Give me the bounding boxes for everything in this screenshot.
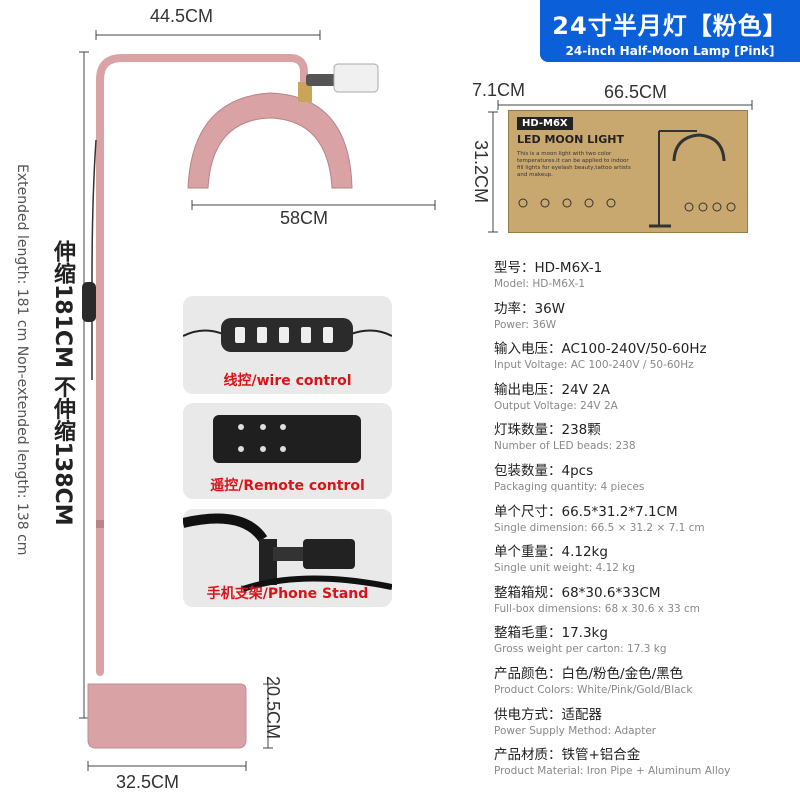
height-label-en: Extended length: 181 cm Non-extended len…: [14, 164, 30, 556]
spec-cn: 供电方式：适配器: [494, 706, 602, 723]
feature-wire-control: 线控/wire control: [183, 296, 392, 394]
remote-icon: [213, 415, 361, 463]
spec-cn: 单个尺寸：66.5*31.2*7.1CM: [494, 503, 678, 520]
title-banner: 24寸半月灯【粉色】 24-inch Half-Moon Lamp [Pink]: [540, 0, 800, 62]
spec-en: Single unit weight: 4.12 kg: [494, 562, 636, 575]
box-model: HD-M6X: [517, 117, 573, 130]
spec-en: Single dimension: 66.5 × 31.2 × 7.1 cm: [494, 521, 705, 534]
feature-label-remote: 遥控/Remote control: [210, 478, 365, 494]
product-box: HD-M6X LED MOON LIGHT This is a moon lig…: [508, 110, 748, 233]
spec-cn: 输出电压：24V 2A: [494, 381, 611, 398]
title-cn: 24寸半月灯【粉色】: [552, 12, 788, 40]
spec-en: Packaging quantity: 4 pieces: [494, 480, 645, 493]
spec-en: Power Supply Method: Adapter: [494, 724, 657, 737]
box-brand: LED MOON LIGHT: [517, 133, 625, 146]
base-width-label: 32.5CM: [116, 772, 180, 792]
spec-en: Full-box dimensions: 68 x 30.6 x 33 cm: [494, 602, 701, 615]
box-width-label: 66.5CM: [604, 82, 668, 102]
spec-cn: 整箱箱规：68*30.6*33CM: [494, 584, 661, 601]
base-height-label: 20.5CM: [263, 676, 283, 740]
spec-cn: 包装数量：4pcs: [494, 462, 594, 479]
box-description: This is a moon light with two color temp…: [517, 151, 631, 178]
spec-cn: 功率：36W: [494, 300, 566, 317]
spec-en: Product Colors: White/Pink/Gold/Black: [494, 683, 693, 696]
spec-en: Output Voltage: 24V 2A: [494, 399, 618, 412]
wire-controller-icon: [183, 318, 392, 352]
feature-label-wire: 线控/wire control: [223, 373, 352, 389]
feature-remote-control: 遥控/Remote control: [183, 403, 392, 499]
box-height-label: 31.2CM: [471, 140, 491, 204]
box-lamp-icon: [518, 130, 736, 228]
spec-en: Number of LED beads: 238: [494, 440, 636, 453]
feature-label-phone: 手机支架/Phone Stand: [206, 586, 369, 602]
arc-width-label: 58CM: [280, 208, 329, 228]
spec-cn: 单个重量：4.12kg: [494, 544, 608, 561]
spec-en: Power: 36W: [494, 318, 557, 331]
feature-phone-stand: 手机支架/Phone Stand: [183, 509, 392, 607]
spec-en: Input Voltage: AC 100-240V / 50-60Hz: [494, 359, 694, 372]
spec-en: Product Material: Iron Pipe + Aluminum A…: [494, 765, 731, 778]
top-width-label: 44.5CM: [150, 6, 214, 26]
spec-en: Gross weight per carton: 17.3 kg: [494, 643, 667, 656]
phone-stand-icon: [183, 513, 392, 592]
spec-cn: 灯珠数量：238颗: [494, 422, 601, 439]
spec-cn: 产品颜色：白色/粉色/金色/黑色: [494, 665, 684, 682]
spec-cn: 型号：HD-M6X-1: [494, 260, 603, 276]
height-label-cn: 伸缩181CM 不伸缩138CM: [50, 240, 75, 526]
spec-cn: 输入电压：AC100-240V/50-60Hz: [494, 341, 707, 358]
title-en: 24-inch Half-Moon Lamp [Pink]: [565, 44, 775, 58]
box-depth-label: 7.1CM: [472, 80, 526, 100]
spec-en: Model: HD-M6X-1: [494, 278, 586, 290]
spec-cn: 产品材质：铁管+铝合金: [494, 747, 641, 764]
spec-cn: 整箱毛重：17.3kg: [494, 625, 608, 642]
